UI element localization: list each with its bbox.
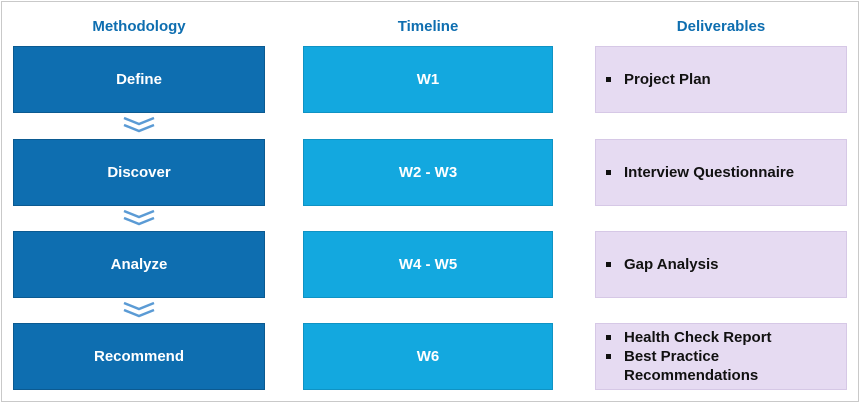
deliverables-list: Gap Analysis: [604, 255, 718, 274]
double-chevron-down-icon: [123, 116, 155, 133]
deliverables-box-2: Interview Questionnaire: [595, 139, 847, 206]
timeline-w4-w5-box: W4 - W5: [303, 231, 553, 298]
phase-analyze-box: Analyze: [13, 231, 265, 298]
timeline-w2-w3-box: W2 - W3: [303, 139, 553, 206]
timeline-w1-box: W1: [303, 46, 553, 113]
deliverable-text: Interview Questionnaire: [624, 164, 795, 181]
deliverables-box-1: Project Plan: [595, 46, 847, 113]
deliverable-text: Best Practice Recommendations: [624, 348, 759, 384]
square-bullet-icon: [606, 354, 611, 359]
methodology-header: Methodology: [92, 18, 186, 35]
deliverable-item: Interview Questionnaire: [604, 163, 794, 182]
timeline-label: W6: [416, 348, 440, 365]
timeline-w6-box: W6: [303, 323, 553, 390]
timeline-label: W1: [416, 71, 440, 88]
deliverables-list: Interview Questionnaire: [604, 163, 794, 182]
phase-label: Define: [116, 71, 162, 88]
double-chevron-down-icon: [123, 209, 155, 226]
deliverable-item: Best Practice Recommendations: [604, 347, 846, 385]
phase-label: Analyze: [110, 256, 168, 273]
phase-discover-box: Discover: [13, 139, 265, 206]
double-chevron-down-icon: [123, 301, 155, 318]
phase-recommend-box: Recommend: [13, 323, 265, 390]
phase-label: Recommend: [93, 348, 185, 365]
deliverable-item: Gap Analysis: [604, 255, 718, 274]
timeline-label: W2 - W3: [398, 164, 458, 181]
square-bullet-icon: [606, 335, 611, 340]
square-bullet-icon: [606, 170, 611, 175]
timeline-label: W4 - W5: [398, 256, 458, 273]
square-bullet-icon: [606, 77, 611, 82]
deliverable-text: Gap Analysis: [624, 256, 719, 273]
deliverables-list: Health Check Report Best Practice Recomm…: [604, 328, 846, 385]
deliverable-text: Health Check Report: [624, 329, 772, 346]
deliverables-list: Project Plan: [604, 70, 711, 89]
deliverables-box-4: Health Check Report Best Practice Recomm…: [595, 323, 847, 390]
phase-label: Discover: [107, 164, 171, 181]
timeline-header: Timeline: [397, 18, 459, 35]
phase-define-box: Define: [13, 46, 265, 113]
deliverable-item: Health Check Report: [604, 328, 846, 347]
deliverables-header: Deliverables: [676, 18, 766, 35]
deliverable-item: Project Plan: [604, 70, 711, 89]
square-bullet-icon: [606, 262, 611, 267]
deliverable-text: Project Plan: [624, 71, 711, 88]
deliverables-box-3: Gap Analysis: [595, 231, 847, 298]
